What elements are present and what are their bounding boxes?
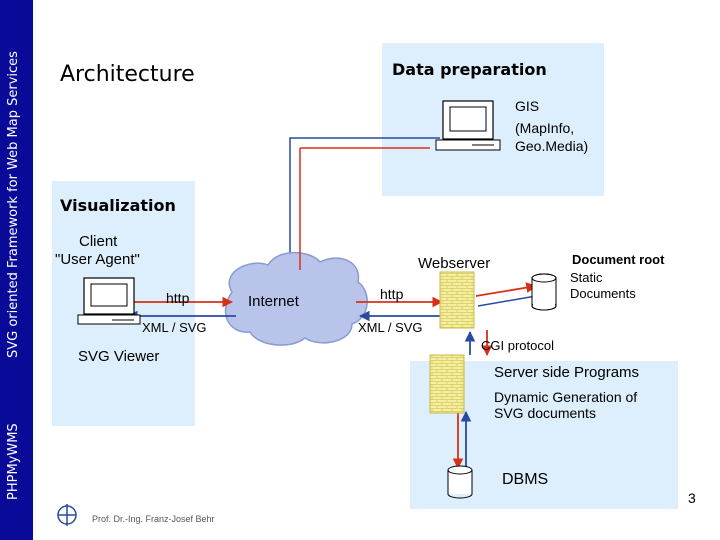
- client-xml-svg-label: XML / SVG: [142, 320, 207, 335]
- university-logo-icon: [57, 504, 77, 526]
- client-label: Client: [79, 233, 118, 250]
- document-root-icon: [531, 273, 557, 311]
- gis-link-blue: [289, 137, 440, 262]
- docroot-return-arrow: [477, 295, 537, 307]
- cgi-protocol-label: CGI protocol: [481, 338, 554, 353]
- internet-cloud: [224, 251, 368, 346]
- server-programs-desc-2: SVG documents: [494, 405, 596, 421]
- server-programs-title: Server side Programs: [494, 364, 640, 381]
- gis-label: GIS: [515, 98, 540, 114]
- server-programs-firewall: [429, 354, 465, 414]
- webserver-firewall: [439, 271, 475, 329]
- dbms-label: DBMS: [502, 471, 549, 488]
- internet-label: Internet: [248, 293, 299, 310]
- client-http-label: http: [166, 290, 190, 306]
- dbms-icon: [447, 465, 473, 499]
- gis-detail-2: Geo.Media): [515, 138, 589, 154]
- document-root-title: Document root: [572, 252, 665, 267]
- page-number: 3: [688, 490, 696, 506]
- gis-detail-1: (MapInfo,: [515, 120, 575, 136]
- user-agent-label: "User Agent": [55, 251, 140, 268]
- footer-author: Prof. Dr.-Ing. Franz-Josef Behr: [92, 514, 215, 524]
- data-preparation-title: Data preparation: [392, 60, 547, 79]
- docroot-arrow: [475, 282, 538, 297]
- client-computer-icon: [77, 277, 141, 325]
- page-title: Architecture: [60, 62, 195, 87]
- gis-computer-icon: [435, 100, 501, 151]
- document-root-static: Static: [570, 270, 603, 285]
- document-root-documents: Documents: [570, 286, 636, 301]
- server-http-label: http: [380, 286, 404, 302]
- svg-viewer-label: SVG Viewer: [78, 348, 160, 365]
- webserver-label: Webserver: [418, 255, 491, 272]
- server-xml-svg-label: XML / SVG: [358, 320, 423, 335]
- sidebar: SVG oriented Framework for Web Map Servi…: [0, 0, 33, 540]
- server-programs-desc-1: Dynamic Generation of: [494, 389, 638, 405]
- visualization-title: Visualization: [60, 196, 176, 215]
